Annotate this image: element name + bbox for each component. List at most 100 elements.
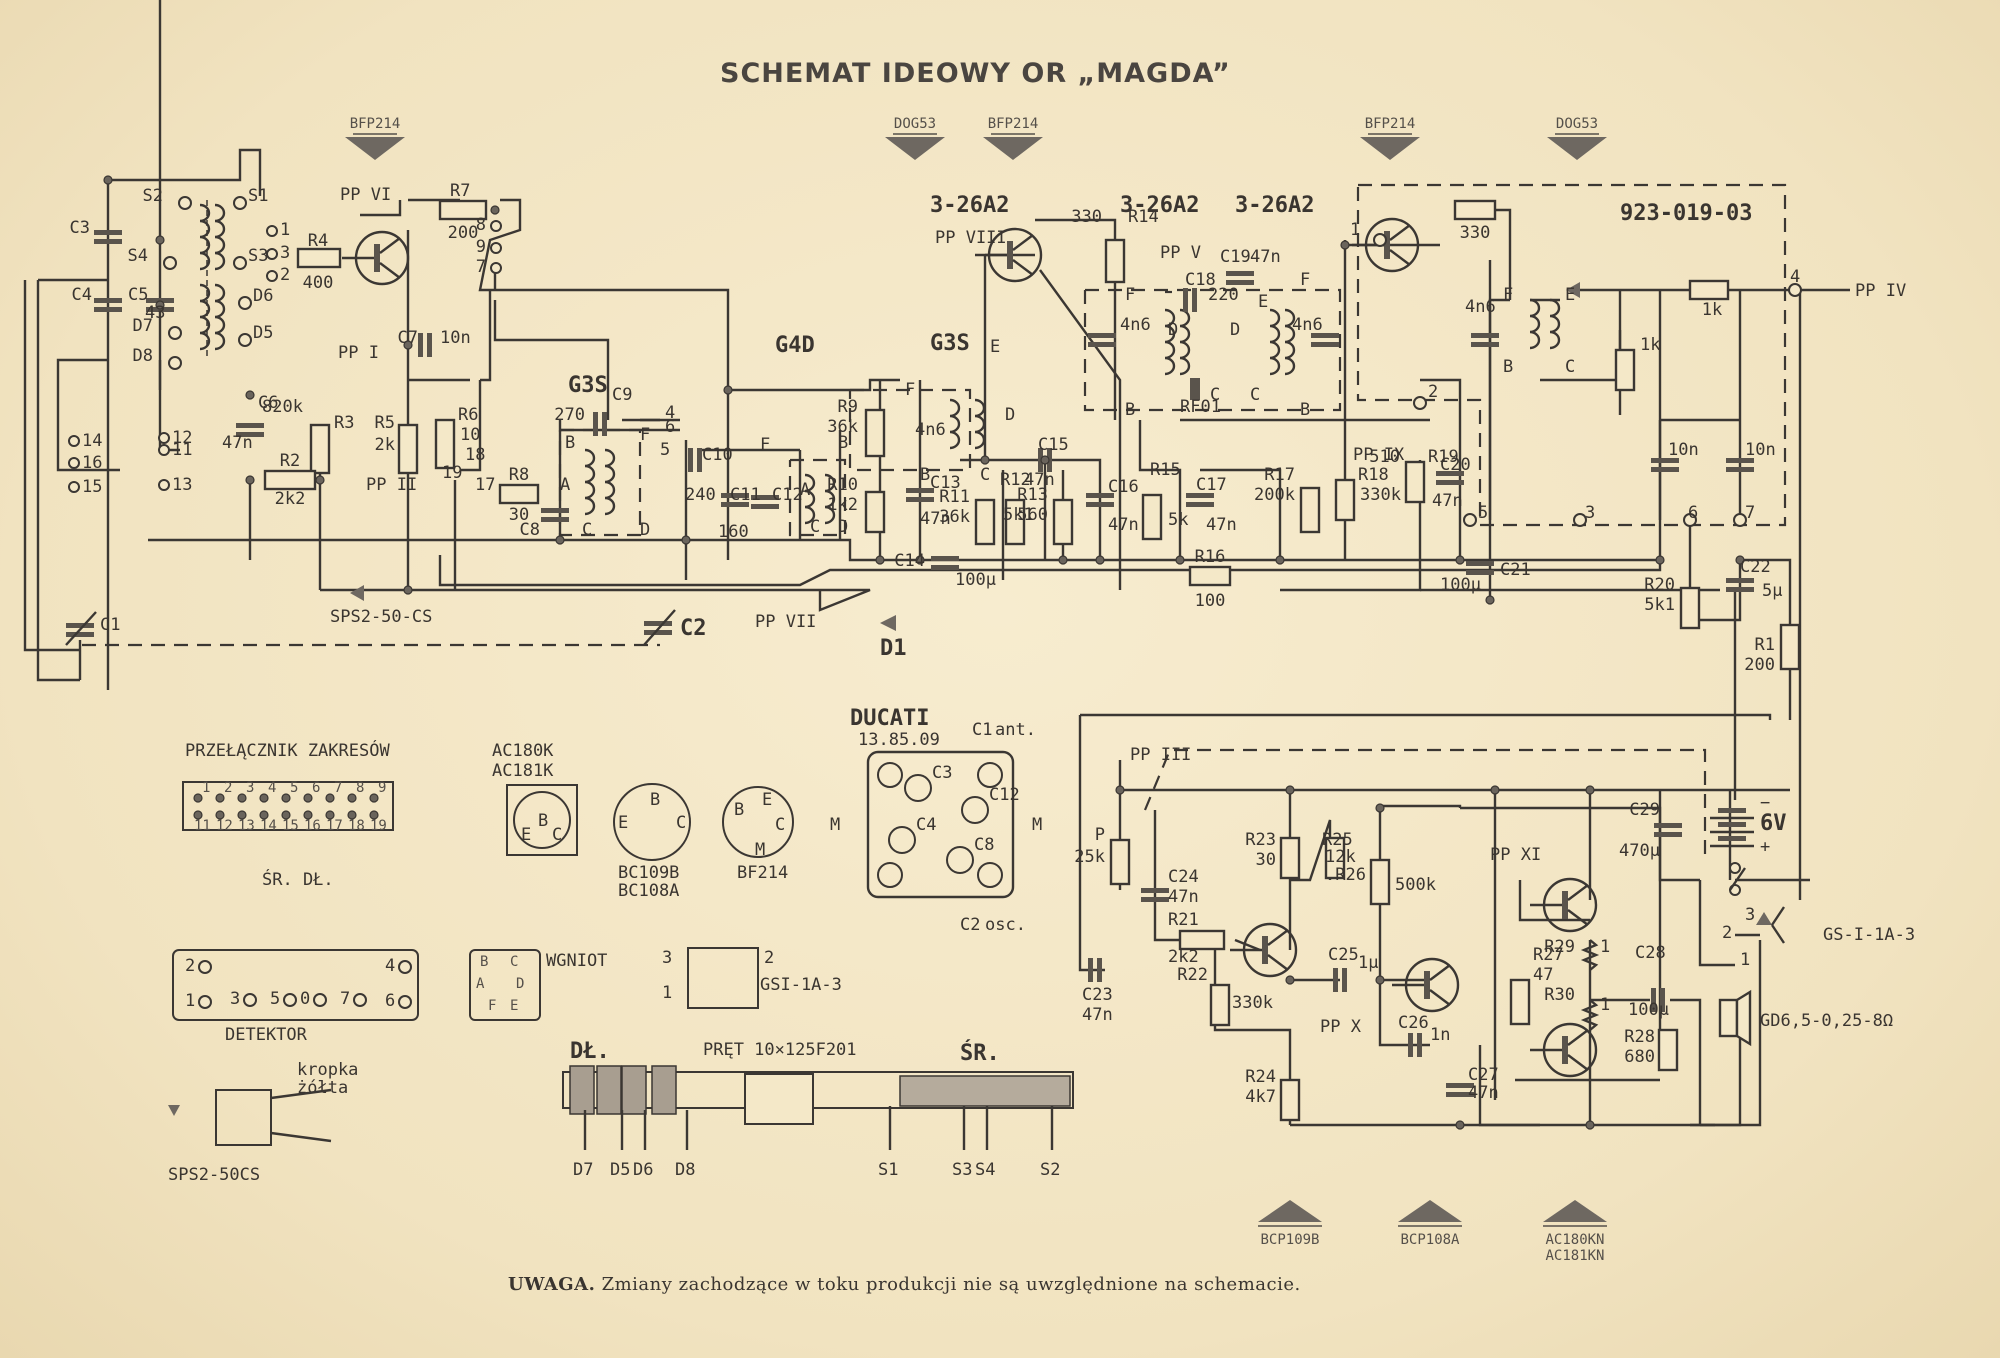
switch-contact-label: 16 xyxy=(304,818,321,834)
detektor-pin xyxy=(353,993,367,1007)
capacitor-plate xyxy=(593,412,598,436)
switch-contact-label: 15 xyxy=(282,818,299,834)
component-ref: R15 xyxy=(1150,460,1181,480)
rf-choke xyxy=(1190,378,1200,400)
component-value: 1µ xyxy=(1358,953,1378,973)
ferrite-rod xyxy=(562,1071,1074,1109)
capacitor-plate xyxy=(1651,458,1679,463)
trimmer-label: C12 xyxy=(989,785,1020,805)
component-ref: C8 xyxy=(520,520,540,540)
coil-pin-label: D xyxy=(1168,320,1178,340)
trimmer-screw-icon xyxy=(904,774,932,802)
module-label: G4D xyxy=(775,333,815,358)
coil-pin-label: F xyxy=(1300,270,1310,290)
jack-socket-pin: 2 xyxy=(764,948,774,968)
component-value: 560 xyxy=(1017,505,1048,525)
rod-lw-label: DŁ. xyxy=(570,1039,610,1064)
resistor-r11 xyxy=(974,498,996,546)
capacitor-c14 xyxy=(931,556,959,570)
trimmer-label: C4 xyxy=(916,815,936,835)
coil-socket-pin: F xyxy=(488,998,496,1014)
component-ref: R1 xyxy=(1755,635,1775,655)
test-point-pp-vii: PP VII xyxy=(755,612,816,632)
component-ref: R20 xyxy=(1644,575,1675,595)
component-ref: C9 xyxy=(612,385,632,405)
range-switch-caption: ŚR. DŁ. xyxy=(262,868,334,890)
battery-symbol xyxy=(1710,808,1754,848)
inductor-coil xyxy=(199,203,211,271)
capacitor-plate xyxy=(931,565,959,570)
main-wiring xyxy=(23,0,1850,1127)
component-value: 47n xyxy=(1168,887,1199,907)
junction-dot xyxy=(1375,975,1385,985)
component-value: 5k1 xyxy=(1003,505,1034,525)
capacitor-plate xyxy=(541,508,569,513)
capacitor-plate xyxy=(1186,502,1214,507)
jack-pin: 2 xyxy=(1722,923,1732,943)
capacitor-plate xyxy=(906,497,934,502)
inductor-coil xyxy=(1179,308,1191,376)
component-value: 400 xyxy=(303,273,334,293)
terminal xyxy=(163,256,177,270)
terminal xyxy=(490,262,502,274)
resistor-r26 xyxy=(1369,858,1391,906)
transistor-mixer xyxy=(975,227,1043,283)
trimmer-screw-icon xyxy=(961,796,989,824)
component-value: 100 xyxy=(1195,591,1226,611)
rod-pin-label: S1 xyxy=(878,1160,898,1180)
capacitor-plate xyxy=(1446,1092,1474,1097)
detektor-pin-label: 2 xyxy=(185,956,195,976)
switch-pin-label: 6 xyxy=(665,417,675,437)
capacitor-plate xyxy=(1436,471,1464,476)
resistor-r4 xyxy=(296,247,342,269)
module-label: G3S xyxy=(568,373,608,398)
transistor-emitter xyxy=(1389,249,1411,266)
resistor-r15 xyxy=(1141,493,1163,541)
switch-pin-label: 2 xyxy=(280,265,290,285)
jack-socket-name: GSI-1A-3 xyxy=(760,975,842,995)
mw-winding xyxy=(899,1075,1071,1107)
coil-pin-label: B xyxy=(1125,400,1135,420)
junction-dot xyxy=(1275,555,1285,565)
terminal xyxy=(1373,233,1387,247)
component-value: 240 xyxy=(685,485,716,505)
capacitor-plate xyxy=(1726,458,1754,463)
module-label: 3-26A2 xyxy=(1235,193,1314,218)
component-ref: R13 xyxy=(1017,485,1048,505)
resistor-pot-p xyxy=(1109,838,1131,886)
trimmer-arrow xyxy=(643,609,676,646)
component-value: 47n xyxy=(1468,1083,1499,1103)
capacitor-plate xyxy=(1417,1033,1422,1057)
component-ref: R29 xyxy=(1544,937,1575,957)
capacitor-plate xyxy=(1726,587,1754,592)
coil-pin-label: A xyxy=(560,475,570,495)
ducati-osc: osc. xyxy=(985,915,1026,935)
component-ref: C3 xyxy=(70,218,90,238)
battery-cell xyxy=(1718,808,1746,813)
switch-pin-label: 3 xyxy=(280,243,290,263)
component-value: 47n xyxy=(1250,247,1281,267)
package-bc109-label: BC109B xyxy=(618,863,679,883)
component-ref: C12 xyxy=(772,485,803,505)
transistor-marker: BCP108A xyxy=(1398,1200,1462,1248)
component-ref: R12 xyxy=(1000,470,1031,490)
transistor-emitter xyxy=(1012,259,1034,276)
module-terminal-label: 2 xyxy=(1428,382,1438,402)
capacitor-if-a xyxy=(1088,333,1116,347)
coil-pin-label: B xyxy=(1503,357,1513,377)
component-ref: C25 xyxy=(1328,945,1359,965)
component-ref: R7 xyxy=(450,181,470,201)
coil-pin-label: B xyxy=(1300,400,1310,420)
transistor-output-1 xyxy=(1530,877,1598,933)
switch-contact-label: 3 xyxy=(246,780,254,796)
switch-pin-label: 19 xyxy=(442,463,462,483)
capacitor-10n-b xyxy=(1726,458,1754,472)
terminal xyxy=(68,481,80,493)
terminal xyxy=(68,457,80,469)
terminal xyxy=(233,196,247,210)
component-value: 100µ xyxy=(955,570,996,590)
component-value: 10n xyxy=(1668,440,1699,460)
component-ref: R5 xyxy=(375,413,395,433)
up-arrow-icon xyxy=(1543,1200,1607,1222)
